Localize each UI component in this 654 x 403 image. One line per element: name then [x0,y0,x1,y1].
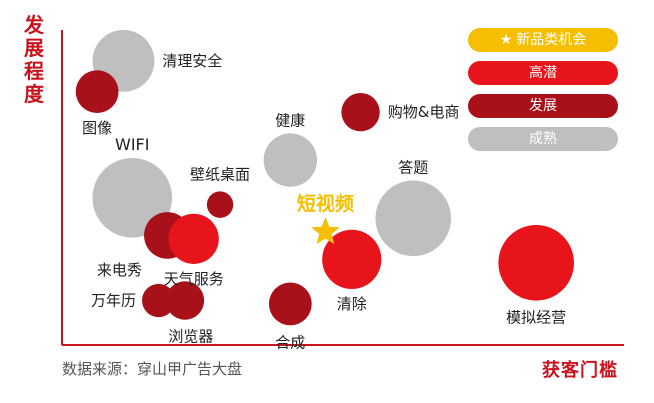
bubble-label-5: 壁纸桌面 [190,165,250,183]
legend-label: 新品类机会 [516,32,587,48]
bubble-2 [341,92,380,132]
bubble-label-3: 健康 [275,111,305,129]
legend-item-high-potential: 高潜 [468,61,618,85]
bubble-4 [92,157,173,238]
bubble-11 [141,283,176,318]
bubble-label-9: 清除 [337,295,367,313]
x-axis-label: 获客门槛 [542,360,618,381]
legend-item-mature: 成熟 [468,127,618,151]
highlight-label: 短视频 [297,192,354,215]
bubble-label-12: 浏览器 [168,328,213,346]
bubble-label-11: 万年历 [91,291,136,309]
bubble-9 [322,229,382,290]
bubble-8 [168,213,219,264]
bubble-label-6: 答题 [398,159,428,177]
bubble-label-1: 图像 [82,119,112,137]
legend: ★新品类机会 高潜 发展 成熟 [468,28,618,160]
axes [61,30,624,346]
bubble-5 [206,191,234,218]
bubble-1 [75,70,119,114]
bubbles [75,29,574,326]
star-icon: ★ [499,32,513,48]
bubble-label-8: 天气服务 [164,270,224,288]
bubble-13 [268,282,312,326]
highlight-group: 短视频 [297,192,354,245]
bubble-label-13: 合成 [275,333,305,351]
bubble-6 [375,180,452,257]
star-icon [311,217,340,245]
bubble-label-0: 清理安全 [162,52,222,70]
legend-item-developing: 发展 [468,94,618,118]
bubble-12 [165,281,205,320]
bubble-label-4: WIFI [115,135,149,154]
bubble-label-10: 模拟经营 [506,309,566,327]
bubble-3 [263,133,318,187]
bubble-label-2: 购物&电商 [388,103,460,121]
bubble-label-7: 来电秀 [97,261,142,279]
source-note: 数据来源：穿山甲广告大盘 [62,360,243,378]
bubble-10 [498,225,574,301]
y-axis-label: 发展程度 [24,13,44,106]
legend-item-new-opportunity: ★新品类机会 [468,28,618,52]
